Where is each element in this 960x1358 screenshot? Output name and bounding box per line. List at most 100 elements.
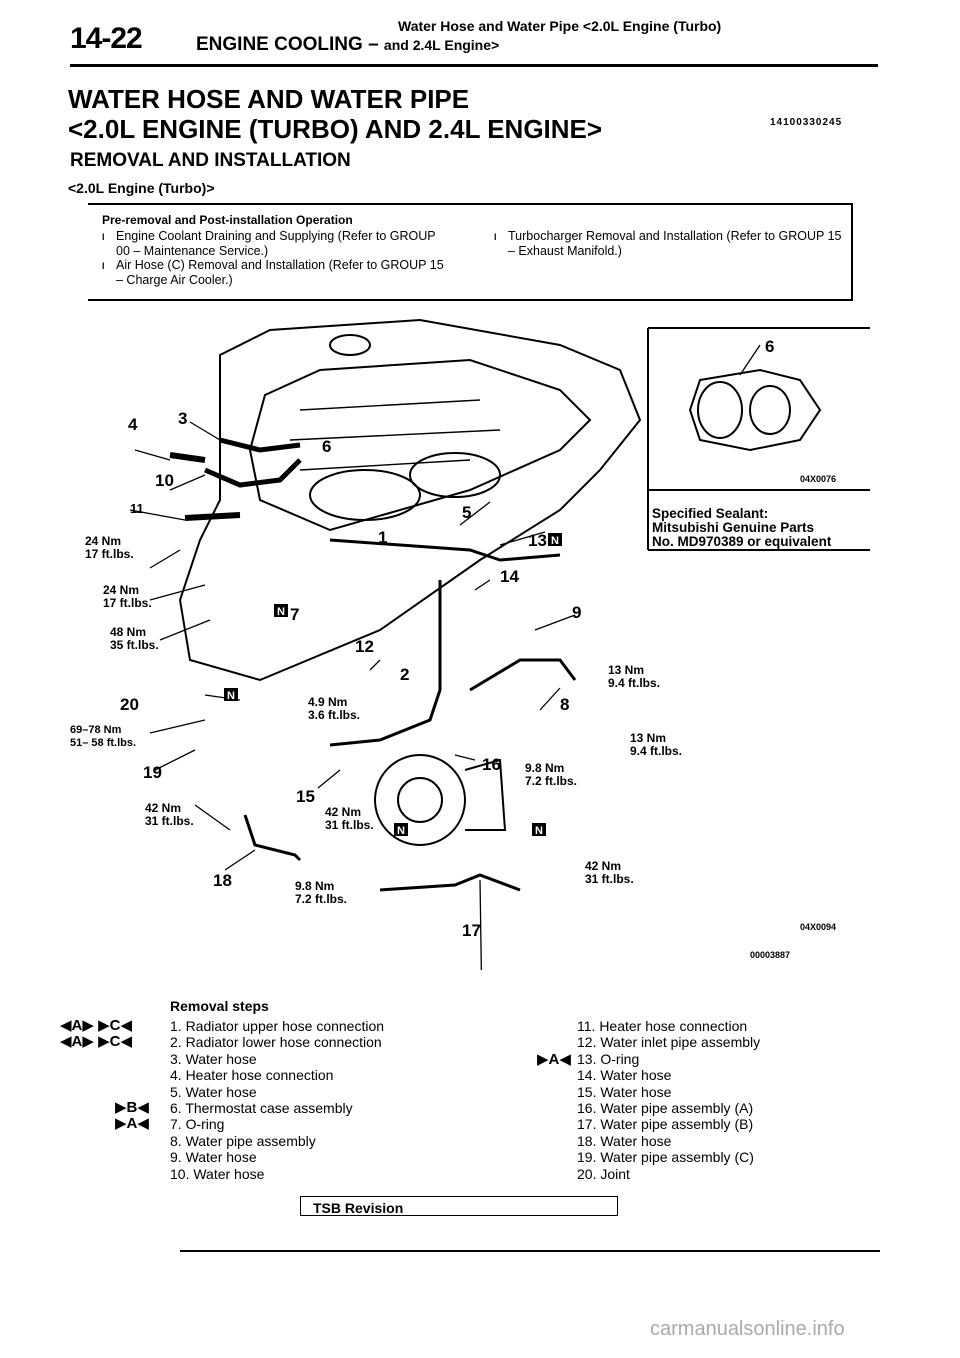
part-label: 4: [128, 415, 138, 434]
part-label: 13: [528, 531, 547, 550]
title-line-2: <2.0L ENGINE (TURBO) AND 2.4L ENGINE>: [68, 114, 603, 144]
removal-steps-left: 1. Radiator upper hose connection 2. Rad…: [170, 1018, 384, 1182]
left-step-markers: ◀A▶ ▶C◀ ◀A▶ ▶C◀ ▶B◀ ▶A◀: [60, 1017, 149, 1133]
chapter-sub: and 2.4L Engine>: [383, 37, 500, 53]
torque-ft: 9.4 ft.lbs.: [630, 744, 682, 758]
figure-number: 00003887: [750, 950, 790, 960]
sealant-line: Specified Sealant:: [652, 506, 768, 521]
part-label: 3: [178, 409, 187, 428]
step-marker: ▶B◀: [115, 1098, 149, 1116]
torque-ft: 31 ft.lbs.: [585, 872, 634, 886]
removal-steps-title: Removal steps: [170, 998, 269, 1014]
footer-rule: [180, 1250, 880, 1252]
part-number-labels: 1 2 3 4 5 6 7 8 9 10 11 12 13 14 15 16 1…: [120, 337, 774, 940]
part-label: 6: [322, 437, 331, 456]
bullet-icon: l: [102, 261, 105, 271]
part-label: 19: [143, 763, 162, 782]
list-item: 3. Water hose: [170, 1050, 257, 1067]
step-marker: ▶A◀: [115, 1115, 149, 1133]
engine-cooling-diagram: 1 2 3 4 5 6 7 8 9 10 11 12 13 14 15 16 1…: [70, 318, 870, 970]
torque-nm: 9.8 Nm: [295, 879, 334, 893]
torque-ft: 3.6 ft.lbs.: [308, 708, 360, 722]
list-item: 16. Water pipe assembly (A): [577, 1100, 754, 1117]
list-item: 10. Water hose: [170, 1165, 265, 1182]
part-label: 14: [500, 567, 519, 586]
list-item: 1. Radiator upper hose connection: [170, 1018, 385, 1034]
torque-nm: 42 Nm: [585, 859, 621, 873]
n-marker-icon: [224, 688, 238, 701]
page-number: 14-22: [70, 22, 143, 55]
chapter-name: ENGINE COOLING –: [196, 34, 379, 55]
n-markers: N N N N N: [224, 533, 562, 837]
part-label: 16: [482, 755, 501, 774]
operation-box-title: Pre-removal and Post-installation Operat…: [102, 213, 353, 227]
torque-ft: 7.2 ft.lbs.: [525, 774, 577, 788]
torque-nm: 13 Nm: [630, 731, 666, 745]
torque-nm: 42 Nm: [325, 805, 361, 819]
list-item: 12. Water inlet pipe assembly: [577, 1034, 761, 1051]
torque-ft: 31 ft.lbs.: [145, 814, 194, 828]
header-rule: [70, 64, 878, 67]
torque-nm: 48 Nm: [110, 625, 146, 639]
list-item: 2. Radiator lower hose connection: [170, 1034, 382, 1051]
part-label: 9: [572, 603, 581, 622]
running-header-topic: Water Hose and Water Pipe <2.0L Engine (…: [398, 18, 722, 34]
part-label: 11: [130, 501, 144, 516]
n-marker-icon: [394, 823, 408, 836]
section-heading: REMOVAL AND INSTALLATION: [70, 150, 351, 171]
list-item: 9. Water hose: [170, 1149, 257, 1166]
document-code: 14100330245: [770, 117, 843, 128]
step-marker: ◀A▶ ▶C◀: [60, 1017, 133, 1034]
engine-outline: [129, 318, 870, 970]
section-subheading: <2.0L Engine (Turbo)>: [68, 180, 215, 196]
right-step-marker: ▶A◀: [537, 1051, 571, 1068]
list-item: 20. Joint: [577, 1165, 630, 1182]
part-label: 12: [355, 637, 374, 656]
removal-steps-right: 11. Heater hose connection 12. Water inl…: [577, 1018, 760, 1182]
part-label: 1: [378, 528, 387, 547]
svg-text:N: N: [227, 690, 235, 702]
torque-nm: 9.8 Nm: [525, 761, 564, 775]
figure-code: 04X0094: [800, 922, 836, 932]
list-item: 15. Water hose: [577, 1083, 672, 1100]
part-label: 20: [120, 695, 139, 714]
part-label: 2: [400, 665, 409, 684]
watermark: carmanualsonline.info: [650, 1318, 845, 1340]
list-item: 8. Water pipe assembly: [170, 1132, 316, 1149]
part-label: 8: [560, 695, 569, 714]
n-marker-icon: [274, 604, 288, 617]
part-label: 18: [213, 871, 232, 890]
title-line-1: WATER HOSE AND WATER PIPE: [68, 84, 470, 114]
sealant-line: Mitsubishi Genuine Parts: [652, 520, 814, 535]
torque-ft: 31 ft.lbs.: [325, 818, 374, 832]
part-label: 17: [462, 921, 481, 940]
part-label: 10: [155, 471, 174, 490]
svg-text:N: N: [277, 606, 285, 618]
sealant-line: No. MD970389 or equivalent: [652, 534, 832, 549]
list-item: 4. Heater hose connection: [170, 1067, 334, 1084]
torque-ft: 7.2 ft.lbs.: [295, 892, 347, 906]
torque-labels: 24 Nm 17 ft.lbs. 24 Nm 17 ft.lbs. 48 Nm …: [70, 534, 682, 906]
list-item: 11. Heater hose connection: [577, 1018, 748, 1034]
bullet-icon: l: [102, 232, 105, 242]
torque-ft: 17 ft.lbs.: [103, 596, 152, 610]
n-marker-icon: [548, 533, 562, 546]
sealant-note: Specified Sealant: Mitsubishi Genuine Pa…: [652, 506, 832, 549]
svg-text:N: N: [551, 535, 559, 547]
inset-code: 04X0076: [800, 474, 836, 484]
torque-ft: 51– 58 ft.lbs.: [70, 737, 136, 749]
torque-nm: 4.9 Nm: [308, 695, 347, 709]
part-label: 5: [462, 503, 471, 522]
torque-nm: 13 Nm: [608, 663, 644, 677]
torque-nm: 69–78 Nm: [70, 724, 122, 736]
torque-nm: 24 Nm: [85, 534, 121, 548]
list-item: 17. Water pipe assembly (B): [577, 1116, 754, 1133]
list-item: 5. Water hose: [170, 1083, 257, 1100]
torque-ft: 9.4 ft.lbs.: [608, 676, 660, 690]
running-header-chapter: ENGINE COOLING – and 2.4L Engine>: [196, 34, 499, 56]
torque-nm: 42 Nm: [145, 801, 181, 815]
operation-box: [88, 203, 853, 301]
